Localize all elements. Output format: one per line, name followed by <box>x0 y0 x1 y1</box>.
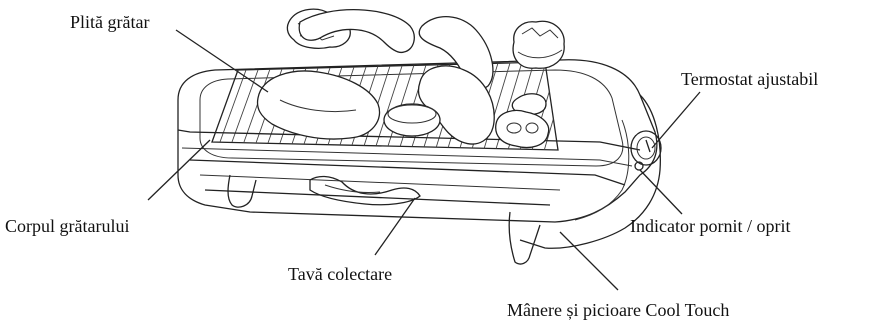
label-cool-touch-handles: Mânere și picioare Cool Touch <box>507 300 729 320</box>
label-drip-tray: Tavă colectare <box>288 264 392 284</box>
food-lettuce-right <box>513 21 564 68</box>
leader-handles <box>560 232 618 290</box>
label-power-indicator: Indicator pornit / oprit <box>630 216 790 236</box>
leader-drip-tray <box>375 198 415 255</box>
label-grill-body: Corpul grătarului <box>5 216 129 236</box>
label-thermostat: Termostat ajustabil <box>681 69 818 89</box>
right-foot <box>509 212 540 264</box>
leader-thermostat <box>652 92 700 148</box>
leader-grill-body <box>148 140 210 200</box>
label-grill-plate: Plită grătar <box>70 12 149 32</box>
leader-grill-plate <box>176 30 268 92</box>
grill-illustration <box>178 9 661 264</box>
food-pepper <box>496 111 549 148</box>
labels: Plită grătar Termostat ajustabil Corpul … <box>5 12 818 320</box>
